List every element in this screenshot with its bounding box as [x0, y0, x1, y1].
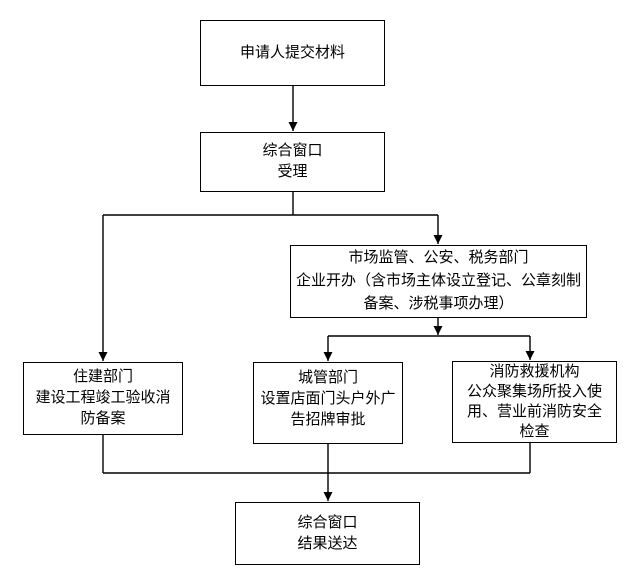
- node-housing-subtitle: 建设工程竣工验收消防备案: [35, 390, 171, 427]
- node-urban-subtitle: 设置店面门头户外广告招牌审批: [260, 391, 396, 428]
- node-applicant-title: 申请人提交材料: [239, 44, 345, 61]
- node-accept-title: 综合窗口: [262, 143, 323, 159]
- node-market-regulation-police-tax: 市场监管、公安、税务部门 企业开办（含市场主体设立登记、公章刻制备案、涉税事项办…: [290, 245, 587, 318]
- node-urban-title: 城管部门: [297, 370, 358, 386]
- node-fire-title: 消防救援机构: [489, 364, 580, 380]
- node-comprehensive-window-deliver: 综合窗口 结果送达: [235, 502, 420, 565]
- node-applicant-submit-materials: 申请人提交材料: [200, 20, 385, 86]
- node-market-title: 市场监管、公安、税务部门: [348, 250, 529, 266]
- node-deliver-subtitle: 结果送达: [297, 535, 358, 552]
- node-accept-subtitle: 受理: [277, 164, 308, 180]
- node-fire-subtitle: 公众聚集场所投入使用、营业前消防安全检查: [466, 384, 602, 440]
- node-urban-management-dept: 城管部门 设置店面门头户外广告招牌审批: [253, 362, 403, 444]
- node-deliver-title: 综合窗口: [297, 514, 358, 531]
- node-housing-construction-dept: 住建部门 建设工程竣工验收消防备案: [23, 362, 183, 435]
- node-fire-rescue-agency: 消防救援机构 公众聚集场所投入使用、营业前消防安全检查: [452, 361, 617, 443]
- node-market-subtitle: 企业开办（含市场主体设立登记、公章刻制备案、涉税事项办理）: [295, 273, 581, 312]
- node-comprehensive-window-accept: 综合窗口 受理: [200, 132, 385, 192]
- node-housing-title: 住建部门: [72, 369, 133, 385]
